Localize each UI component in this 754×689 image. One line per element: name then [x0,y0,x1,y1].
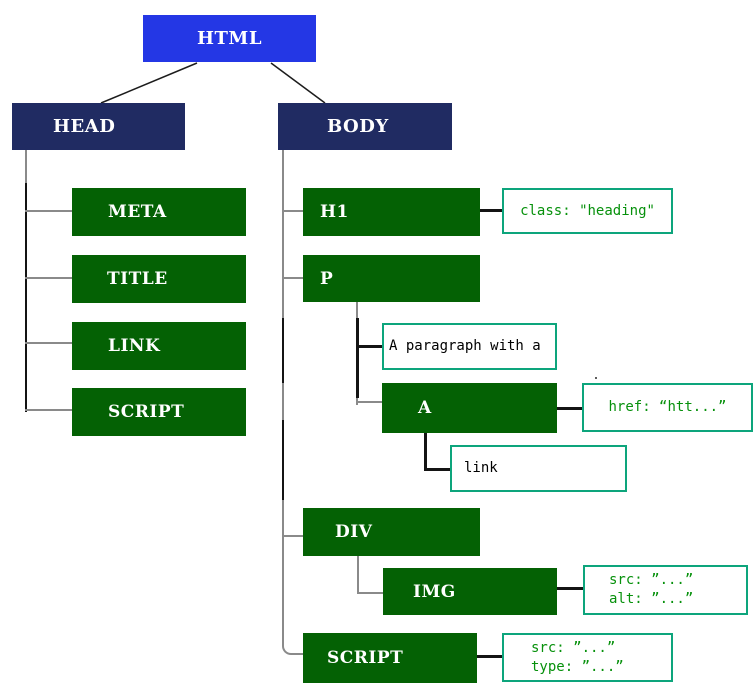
node-div: DIV [303,508,480,556]
node-link: LINK [72,322,246,370]
node-body: BODY [278,103,452,150]
annotation-img-attrs: src: ”...” alt: ”...” [583,565,748,615]
node-img: IMG [383,568,557,615]
connector-head-link [25,342,72,344]
connector-body-trunk-dark-1 [282,318,284,383]
connector-head-title [25,277,72,279]
connector-body-script-corner [282,636,303,655]
annotation-script-src: src: ”...” [531,639,616,656]
connector-body-div [282,535,303,537]
connector-p-textnode [356,345,383,348]
annotation-p-textnode-text: A paragraph with a [389,338,541,354]
connector-head-trunk-dark [25,183,27,412]
annotation-p-textnode: A paragraph with a [382,323,557,370]
node-h1-label: H1 [320,202,349,222]
connector-body-h1 [282,210,303,212]
connector-img-attrs [557,587,583,590]
node-meta-label: META [108,202,167,222]
node-html: HTML [143,15,316,62]
node-title: TITLE [72,255,246,303]
node-a: A [382,383,557,433]
node-p-label: P [320,268,334,289]
node-script-body: SCRIPT [303,633,477,683]
ink-dot [595,377,597,379]
annotation-script-attrs: src: ”...” type: ”...” [502,633,673,682]
connector-h1-attrs [480,209,502,212]
annotation-img-src: src: ”...” [609,572,694,588]
connector-body-p [282,277,303,279]
annotation-h1-class: class: "heading" [502,188,673,234]
connector-head-meta [25,210,72,212]
annotation-a-textnode: link [450,445,627,492]
node-p: P [303,255,480,302]
annotation-a-href-text: href: “htt...” [608,399,727,415]
connector-a-trunk [424,433,427,471]
node-script-body-label: SCRIPT [327,648,404,668]
annotation-a-href: href: “htt...” [582,383,753,432]
edge-html-head [100,62,198,104]
annotation-img-alt: alt: ”...” [609,591,694,607]
connector-script-attrs [477,655,502,658]
node-html-label: HTML [197,28,262,49]
node-body-label: BODY [327,116,389,137]
connector-body-trunk-dark-2 [282,420,284,500]
node-img-label: IMG [413,581,456,602]
node-script-head: SCRIPT [72,388,246,436]
connector-a-attrs [557,407,582,410]
connector-body-trunk [282,150,284,640]
node-link-label: LINK [108,336,161,356]
annotation-a-textnode-text: link [464,460,498,476]
node-h1: H1 [303,188,480,236]
node-title-label: TITLE [107,269,168,289]
node-head-label: HEAD [53,116,116,137]
connector-head-script [25,409,74,411]
node-meta: META [72,188,246,236]
connector-p-a [356,401,383,403]
connector-a-textnode [424,468,451,471]
connector-p-trunk-dark [356,318,359,398]
edge-html-body [270,62,326,104]
connector-div-trunk [357,556,359,594]
node-div-label: DIV [335,522,373,542]
node-script-head-label: SCRIPT [108,402,185,422]
annotation-h1-class-text: class: "heading" [520,202,655,219]
node-head: HEAD [12,103,185,150]
annotation-script-type: type: ”...” [531,658,624,675]
connector-div-img [357,592,383,594]
node-a-label: A [418,398,432,418]
